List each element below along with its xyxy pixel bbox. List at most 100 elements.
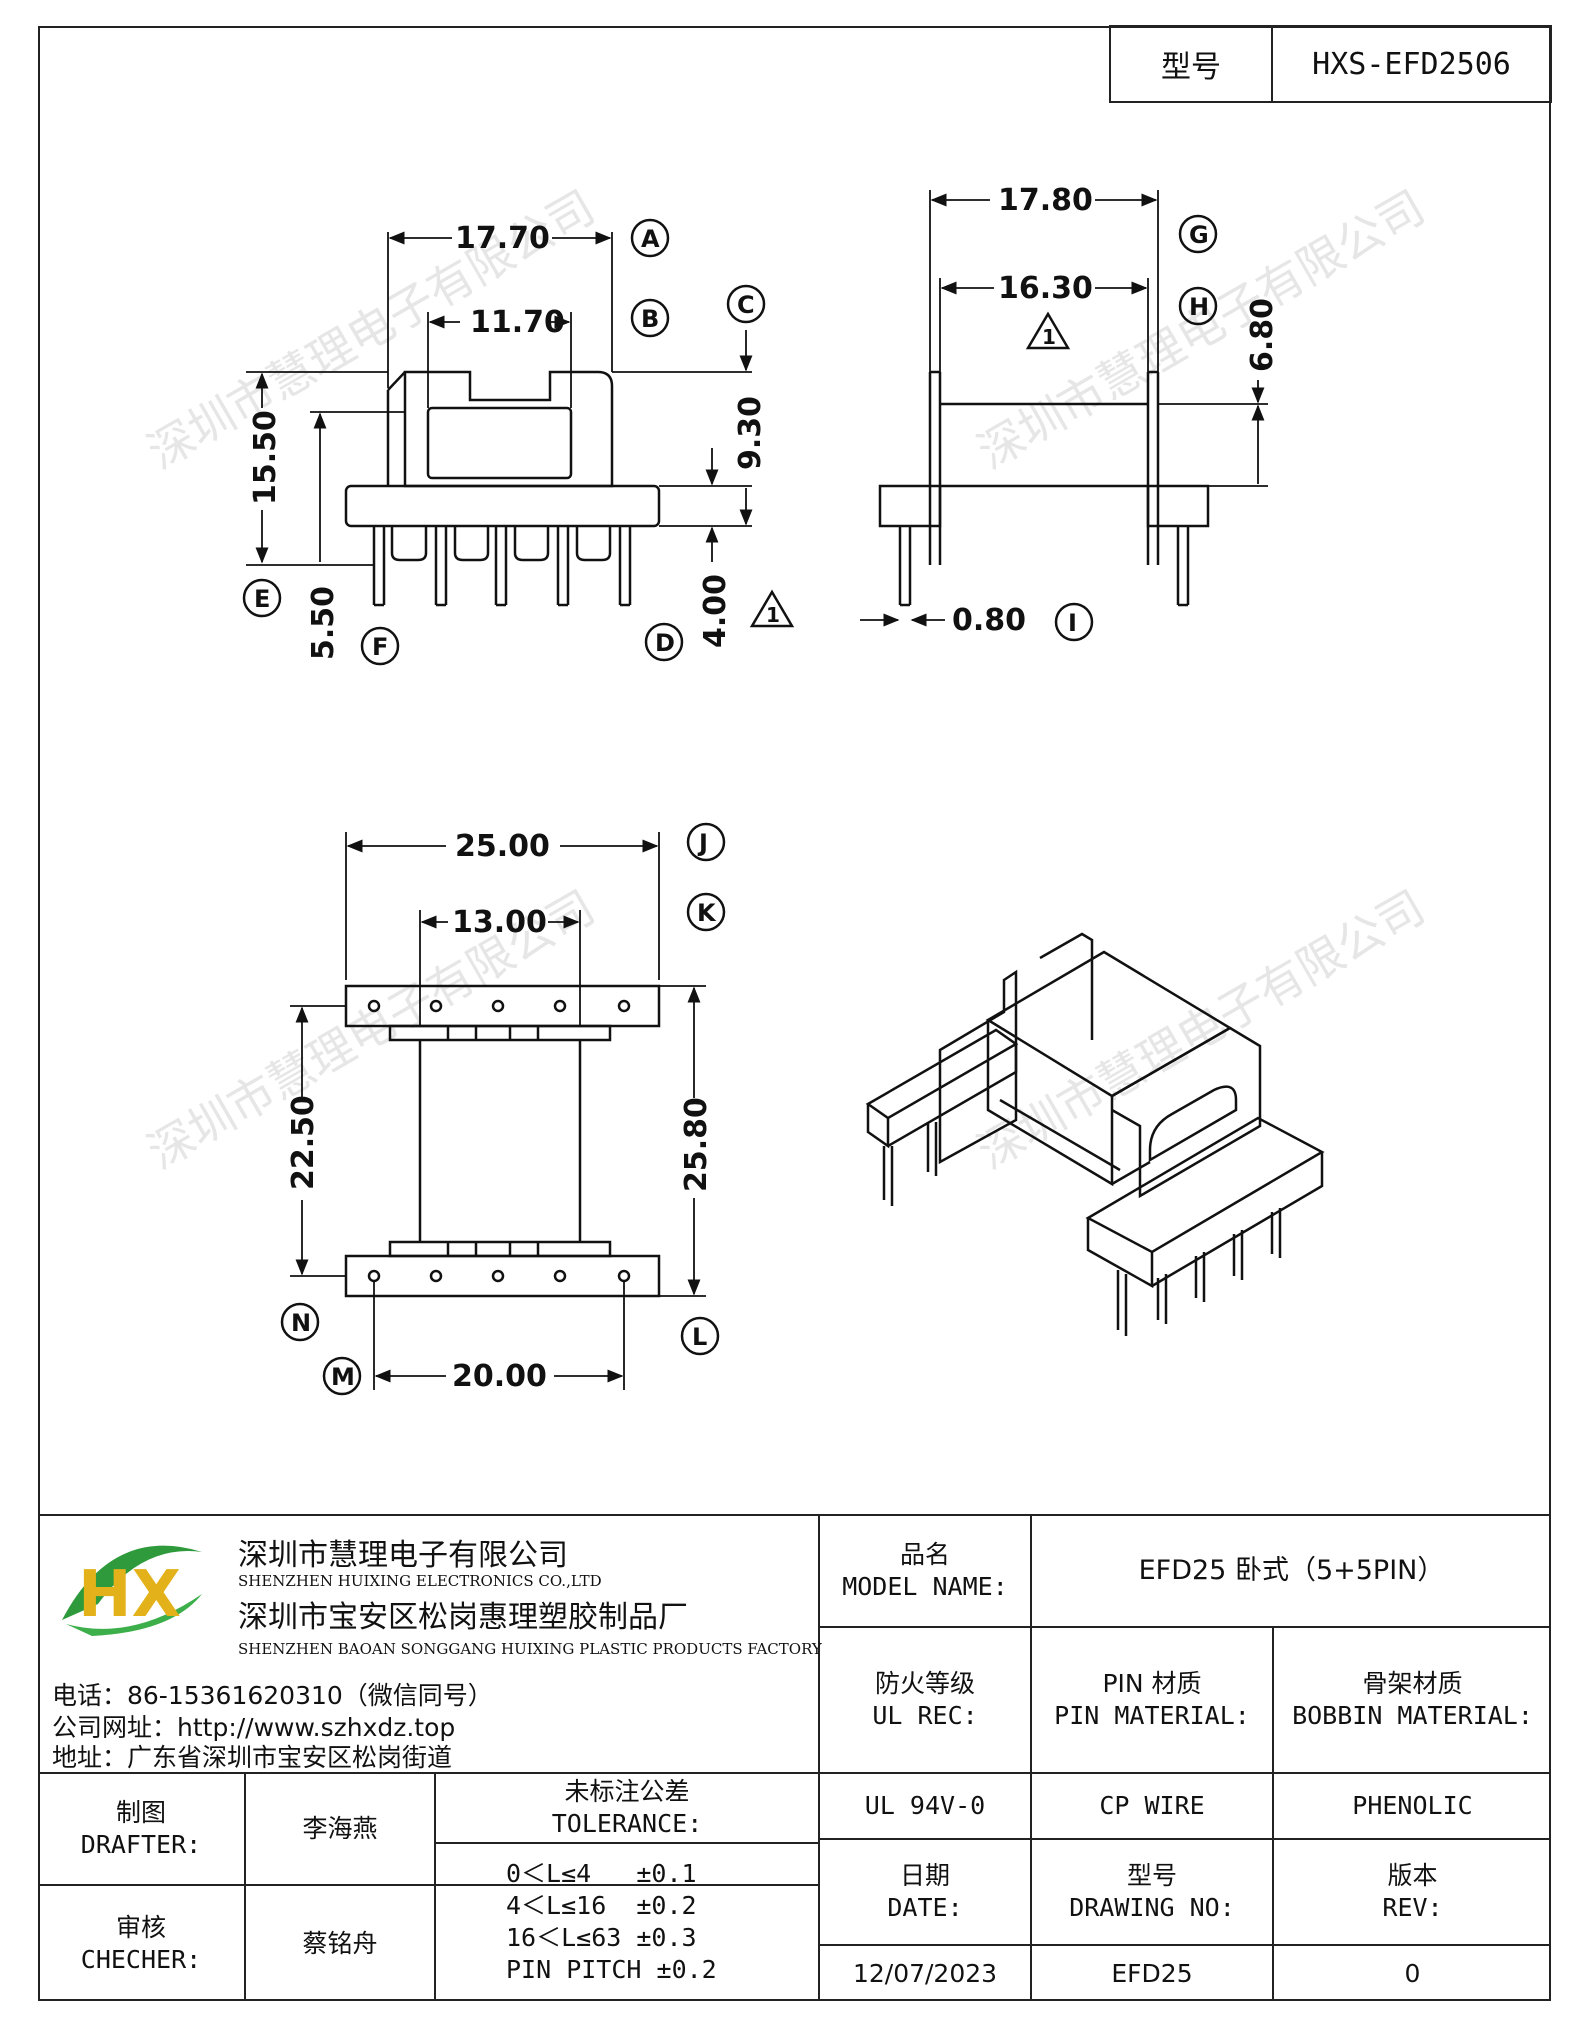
rev-en: REV: <box>1382 1893 1443 1922</box>
date-value: 12/07/2023 <box>852 1958 998 1988</box>
ref-i: I <box>1068 609 1077 637</box>
top-w-inner: 13.00 <box>452 905 547 940</box>
checker-cn: 审核 <box>115 1912 166 1942</box>
drafter-cn: 制图 <box>115 1798 166 1827</box>
pin-en: PIN MATERIAL: <box>1054 1701 1250 1730</box>
front-base <box>344 484 661 528</box>
tolerance-en: TOLERANCE: <box>551 1809 703 1838</box>
tolerance-label: 未标注公差 TOLERANCE: <box>436 1774 818 1842</box>
top-h-inner: 22.50 <box>286 1095 321 1190</box>
tolerance-line-2: 4＜L≤16 ±0.2 <box>506 1891 697 1920</box>
company-address: 地址：广东省深圳市宝安区松岗街道 <box>52 1743 453 1772</box>
ref-d: D <box>655 629 675 657</box>
front-h-body: 9.30 <box>733 396 768 470</box>
front-h-total: 15.50 <box>248 410 283 505</box>
rev-value: 0 <box>1404 1958 1421 1988</box>
technical-drawing: 深圳市慧理电子有限公司 深圳市慧理电子有限公司 深圳市慧理电子有限公司 深圳市慧… <box>139 180 1434 1396</box>
pin-cn: PIN 材质 <box>1102 1669 1202 1698</box>
top-w-outer: 25.00 <box>455 829 550 864</box>
ref-b: B <box>641 305 659 333</box>
front-pins <box>372 526 632 607</box>
tolerance-line-3: 16＜L≤63 ±0.3 <box>506 1923 697 1952</box>
side-pin-w: 0.80 <box>952 603 1026 638</box>
drafter-en: DRAFTER: <box>80 1830 202 1859</box>
ul-en: UL REC: <box>872 1701 978 1730</box>
isometric-view <box>865 932 1325 1336</box>
company-logo-text: HX <box>78 1558 181 1632</box>
bobbin-en: BOBBIN MATERIAL: <box>1292 1701 1533 1730</box>
company-logo: HX <box>62 1545 202 1636</box>
company-name-cn: 深圳市慧理电子有限公司 <box>238 1538 568 1573</box>
bobbin-cn: 骨架材质 <box>1362 1669 1463 1698</box>
bobbin-material-value: PHENOLIC <box>1352 1791 1473 1820</box>
ref-c: C <box>737 291 755 319</box>
rev-cn: 版本 <box>1387 1861 1438 1890</box>
model-name-value: EFD25 卧式（5+5PIN） <box>1138 1555 1445 1586</box>
ref-l: L <box>692 1323 707 1351</box>
date-cn: 日期 <box>899 1861 950 1890</box>
drawing-no-en: DRAWING NO: <box>1069 1893 1235 1922</box>
front-w-outer: 17.70 <box>455 221 550 256</box>
front-pin-h: 5.50 <box>306 586 341 660</box>
side-w-outer: 17.80 <box>998 183 1093 218</box>
side-warn: 1 <box>1042 325 1056 349</box>
ref-m: M <box>331 1363 355 1391</box>
checker-en: CHECHER: <box>80 1944 202 1974</box>
side-h: 6.80 <box>1245 298 1280 372</box>
rev-label: 版本 REV: <box>1274 1840 1551 1944</box>
model-value: HXS-EFD2506 <box>1312 46 1511 82</box>
drawing-no-label: 型号 DRAWING NO: <box>1032 1840 1272 1944</box>
watermarks: 深圳市慧理电子有限公司 深圳市慧理电子有限公司 深圳市慧理电子有限公司 深圳市慧… <box>139 180 1434 1180</box>
model-name-label: 品名 MODEL NAME: <box>820 1516 1030 1626</box>
factory-name-cn: 深圳市宝安区松岗惠理塑胶制品厂 <box>238 1600 688 1635</box>
ref-j: J <box>697 829 708 857</box>
pin-material-label: PIN 材质 PIN MATERIAL: <box>1032 1628 1272 1772</box>
tolerance-line-4: PIN PITCH ±0.2 <box>506 1955 717 1984</box>
top-view: 25.00 13.00 22.50 25.80 20.00 J K L M N <box>280 822 726 1396</box>
front-warn: 1 <box>766 603 780 627</box>
drafter-label: 制图 DRAFTER: <box>38 1774 244 1884</box>
ref-a: A <box>641 225 660 253</box>
ref-e: E <box>254 585 270 613</box>
side-view: 17.80 16.30 6.80 0.80 G H I 1 <box>860 183 1280 642</box>
drawing-no-value: EFD25 <box>1111 1958 1193 1988</box>
front-bobbin-body <box>403 370 614 488</box>
ref-g: G <box>1189 221 1209 249</box>
ref-n: N <box>291 1309 311 1337</box>
watermark-4: 深圳市慧理电子有限公司 <box>969 880 1434 1180</box>
tolerance-cn: 未标注公差 <box>564 1777 690 1806</box>
ul-value: UL 94V-0 <box>864 1791 986 1820</box>
ul-cn: 防火等级 <box>874 1669 975 1698</box>
ref-k: K <box>697 899 717 927</box>
date-label: 日期 DATE: <box>820 1840 1030 1944</box>
front-view: 17.70 11.70 15.50 9.30 4.00 5.50 A B C D… <box>242 218 795 666</box>
drawing-no-cn: 型号 <box>1126 1861 1177 1890</box>
top-tabs <box>388 1024 612 1258</box>
top-pin-holes <box>367 999 631 1283</box>
front-chamfer <box>387 371 406 391</box>
model-name-cn: 品名 <box>899 1540 950 1569</box>
model-name-en: MODEL NAME: <box>842 1572 1008 1601</box>
date-en: DATE: <box>887 1893 963 1922</box>
title-block: HX 深圳市慧理电子有限公司 SHENZHEN HUIXING ELECTRON… <box>38 1514 1551 2001</box>
drawing-frame <box>38 26 1551 2001</box>
iso-pins-right <box>1116 1208 1282 1336</box>
checker-value: 蔡铭舟 <box>302 1928 378 1958</box>
front-pin-len: 4.00 <box>698 574 733 648</box>
checker-label: 审核 CHECHER: <box>38 1886 244 2001</box>
front-w-inner: 11.70 <box>470 305 565 340</box>
top-pitch: 20.00 <box>452 1359 547 1394</box>
side-w-inner: 16.30 <box>998 271 1093 306</box>
company-phone: 电话：86-15361620310（微信同号） <box>52 1681 493 1710</box>
pin-material-value: CP WIRE <box>1099 1791 1205 1820</box>
model-label: 型号 <box>1111 27 1273 101</box>
front-core-window <box>426 406 573 480</box>
ref-h: H <box>1189 293 1209 321</box>
ref-f: F <box>372 633 388 661</box>
bobbin-material-label: 骨架材质 BOBBIN MATERIAL: <box>1274 1628 1551 1772</box>
front-refs: A B C D E F 1 <box>242 218 795 666</box>
ul-label: 防火等级 UL REC: <box>820 1628 1030 1772</box>
factory-name-en: SHENZHEN BAOAN SONGGANG HUIXING PLASTIC … <box>238 1640 822 1658</box>
drafter-value: 李海燕 <box>302 1814 378 1843</box>
company-web: 公司网址：http://www.szhxdz.top <box>52 1713 456 1742</box>
